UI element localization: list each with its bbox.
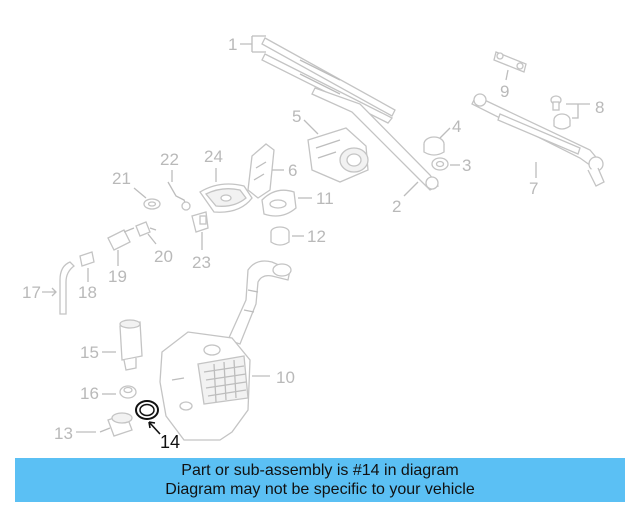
- svg-text:9: 9: [500, 82, 509, 101]
- label-2: 2: [392, 181, 419, 216]
- label-14: 14: [148, 421, 180, 452]
- level-sensor: [99, 412, 133, 437]
- svg-text:15: 15: [80, 343, 99, 362]
- caption-line-2: Diagram may not be specific to your vehi…: [165, 481, 475, 498]
- label-17: 17: [22, 283, 57, 302]
- washer-hose: [59, 261, 75, 315]
- svg-text:11: 11: [316, 189, 334, 208]
- svg-text:20: 20: [154, 247, 173, 266]
- connector-part: [135, 221, 157, 237]
- svg-text:12: 12: [307, 227, 326, 246]
- label-18: 18: [78, 268, 97, 302]
- svg-text:24: 24: [204, 147, 223, 166]
- label-23: 23: [192, 232, 211, 272]
- wiper-blade-assembly: [261, 37, 396, 124]
- pump-grommet: [119, 385, 137, 399]
- label-13: 13: [54, 424, 96, 443]
- wiper-arm: [311, 87, 439, 191]
- washer-jet: [191, 211, 209, 233]
- svg-text:4: 4: [452, 117, 461, 136]
- label-15: 15: [80, 343, 116, 362]
- hose-clip: [167, 181, 191, 211]
- label-6: 6: [272, 161, 297, 180]
- svg-text:10: 10: [276, 368, 295, 387]
- hose-coupler: [79, 251, 95, 267]
- label-7: 7: [529, 162, 538, 198]
- label-20: 20: [147, 233, 173, 266]
- cap-part: [423, 136, 445, 156]
- label-5: 5: [292, 107, 319, 135]
- caption-banner: Part or sub-assembly is #14 in diagram D…: [15, 458, 625, 502]
- svg-text:23: 23: [192, 253, 211, 272]
- svg-text:13: 13: [54, 424, 73, 443]
- label-11: 11: [298, 189, 334, 208]
- label-1: 1: [228, 35, 266, 54]
- grommet-ring: [143, 198, 161, 210]
- svg-text:16: 16: [80, 384, 99, 403]
- label-19: 19: [108, 250, 127, 286]
- svg-text:17: 17: [22, 283, 41, 302]
- caption-line-1: Part or sub-assembly is #14 in diagram: [181, 462, 459, 479]
- gasket-part: [261, 189, 297, 217]
- svg-text:7: 7: [529, 179, 538, 198]
- label-16: 16: [80, 384, 116, 403]
- svg-text:6: 6: [288, 161, 297, 180]
- svg-text:1: 1: [228, 35, 237, 54]
- label-8: 8: [566, 98, 604, 119]
- washer-pump: [119, 319, 143, 371]
- filler-neck: [227, 260, 292, 345]
- washer-reservoir: [159, 331, 251, 441]
- nozzle-bracket: [247, 143, 275, 199]
- label-9: 9: [500, 69, 509, 101]
- label-22: 22: [160, 150, 179, 182]
- check-valve: [107, 227, 135, 251]
- nut-part: [431, 157, 449, 171]
- svg-text:18: 18: [78, 283, 97, 302]
- svg-text:5: 5: [292, 107, 301, 126]
- bracket-part: [493, 51, 527, 73]
- label-21: 21: [112, 169, 147, 199]
- grommet-part: [550, 95, 571, 130]
- label-24: 24: [204, 147, 223, 182]
- svg-text:3: 3: [462, 156, 471, 175]
- svg-text:14: 14: [160, 432, 180, 452]
- label-3: 3: [450, 156, 471, 175]
- svg-text:8: 8: [595, 98, 604, 117]
- highlighted-part-14-seal[interactable]: [135, 400, 159, 420]
- svg-text:19: 19: [108, 267, 127, 286]
- label-12: 12: [292, 227, 326, 246]
- filler-cap: [270, 226, 290, 246]
- svg-text:2: 2: [392, 197, 401, 216]
- label-10: 10: [252, 368, 295, 387]
- svg-text:21: 21: [112, 169, 131, 188]
- wiper-motor: [307, 127, 369, 183]
- nozzle-cover: [199, 183, 253, 213]
- wiper-linkage: [471, 93, 605, 187]
- label-4: 4: [439, 117, 461, 139]
- svg-text:22: 22: [160, 150, 179, 169]
